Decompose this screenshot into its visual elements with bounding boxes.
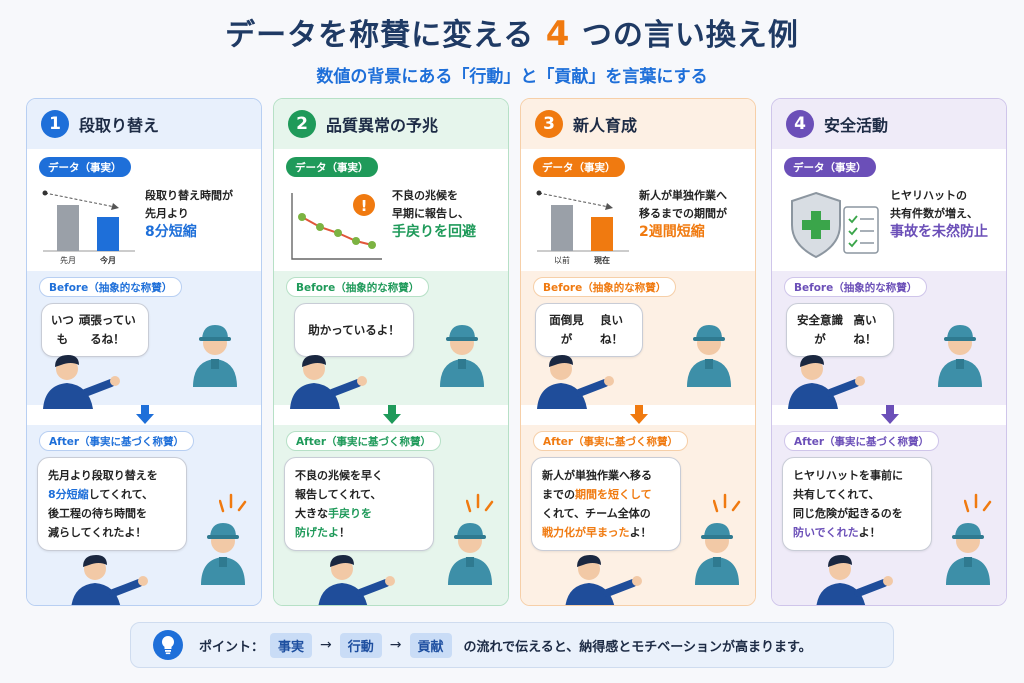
page-subtitle: 数値の背景にある「行動」と「貢献」を言葉にする [316,67,708,87]
case-header: 1 段取り替え [27,99,261,149]
emphasis-marks [219,493,247,513]
svg-text:!: ! [361,197,368,215]
after-tag: After（事実に基づく称賛） [39,431,195,451]
after-speech-bubble: 新人が単独作業へ移るまでの期間を短くしてくれて、チーム全体の戦力化が早まったよ！ [531,457,681,551]
supervisor-figure [816,555,893,605]
fact-panel: ! 不良の兆候を早期に報告し、 手戻りを回避 [274,179,508,271]
chart-label: 以前 [554,255,570,265]
arrow-down-icon [881,405,899,424]
chip-action: 行動 [339,632,382,658]
chart-label: 現在 [594,255,610,265]
fact-panel: ヒヤリハットの共有件数が増え、 事故を未然防止 [772,179,1006,271]
after-tag: After（事実に基づく称賛） [784,431,940,451]
worker-figure [201,523,245,585]
fact-text: 新人が単独作業へ移るまでの期間が 2週間短縮 [639,189,727,240]
comparison-bar-chart-icon: 先月 今月 [42,190,135,265]
arrow-down-icon [383,405,401,424]
supervisor-figure [318,555,395,605]
before-speech-bubble: 面倒見が良いね！ [535,303,643,357]
emphasis-marks [466,493,494,513]
point-tail: の流れで伝えると、納得感とモチベーションが高まります。 [463,639,812,655]
worker-figure [695,523,739,585]
before-speech-bubble: いつも頑張っているね！ [41,303,149,357]
worker-figure [687,325,731,387]
before-speech-bubble: 安全意識が高いね！ [786,303,894,357]
before-tag: Before（抽象的な称賛） [39,277,183,297]
chart-label: 今月 [99,255,116,265]
case-number-badge: 4 [786,110,814,138]
after-tag: After（事実に基づく称賛） [286,431,442,451]
emphasis-marks [713,493,741,513]
case-title: 安全活動 [824,116,889,135]
worker-figure [938,325,982,387]
before-tag: Before（抽象的な称賛） [784,277,928,297]
arrow-right-icon: → [389,637,402,653]
case-column-1: 1 段取り替え データ（事実） 先月 今月 段取り替え時間が先月より 8分短縮 … [26,98,262,606]
point-banner: ポイント： 事実 → 行動 → 貢献 の流れで伝えると、納得感とモチベーションが… [130,622,894,668]
case-column-2: 2 品質異常の予兆 データ（事実） ! 不良の兆候を早期に報告し、 手戻りを回避… [273,98,509,606]
page-title: データを称賛に変える 4 つの言い換え例 [225,14,799,54]
after-speech-bubble: ヒヤリハットを事前に共有してくれて、同じ危険が起きるのを防いでくれたよ！ [782,457,932,551]
case-title: 段取り替え [79,116,160,135]
chart-label: 先月 [60,255,76,265]
chip-fact: 事実 [270,632,313,658]
after-speech-bubble: 不良の兆候を早く報告してくれて、大きな手戻りを防げたよ！ [284,457,434,551]
worker-figure [448,523,492,585]
case-number-badge: 2 [288,110,316,138]
arrow-right-icon: → [320,637,332,653]
supervisor-figure [290,355,367,409]
arrow-down-icon [630,405,648,424]
fact-tag: データ（事実） [784,157,876,177]
worker-figure [946,523,990,585]
fact-tag: データ（事実） [286,157,378,177]
fact-text: 段取り替え時間が先月より 8分短縮 [145,189,233,240]
case-column-3: 3 新人育成 データ（事実） 以前 現在 新人が単独作業へ移るまでの期間が 2週… [520,98,756,606]
emphasis-marks [964,493,992,513]
lightbulb-icon [153,630,183,660]
arrow-down-icon [136,405,154,424]
after-tag: After（事実に基づく称賛） [533,431,689,451]
before-tag: Before（抽象的な称賛） [286,277,430,297]
supervisor-figure [565,555,642,605]
fact-text: ヒヤリハットの共有件数が増え、 事故を未然防止 [890,189,988,240]
supervisor-figure [788,355,865,409]
supervisor-figure [71,555,148,605]
worker-figure [440,325,484,387]
chip-contribution: 貢献 [409,632,452,658]
before-speech-bubble: 助かっているよ！ [294,303,414,357]
worker-figure [193,325,237,387]
case-title: 新人育成 [573,116,638,135]
point-lead: ポイント： [199,639,265,655]
case-number-badge: 3 [535,110,563,138]
comparison-bar-chart-icon: 以前 現在 [536,190,629,265]
before-tag: Before（抽象的な称賛） [533,277,677,297]
case-title: 品質異常の予兆 [326,116,439,135]
fact-tag: データ（事実） [39,157,131,177]
trend-line-warning-icon: ! [291,193,382,260]
supervisor-figure [43,355,120,409]
supervisor-figure [537,355,614,409]
fact-panel: 先月 今月 段取り替え時間が先月より 8分短縮 [27,179,261,271]
fact-text: 不良の兆候を早期に報告し、 手戻りを回避 [392,189,476,240]
clipboard-check-icon [843,206,879,254]
case-column-4: 4 安全活動 データ（事実） ヒヤリハットの共有件数が増え、 事故を未然防止 B… [771,98,1007,606]
warning-icon [353,194,375,216]
fact-tag: データ（事実） [533,157,625,177]
fact-panel: 以前 現在 新人が単独作業へ移るまでの期間が 2週間短縮 [521,179,755,271]
case-number-badge: 1 [41,110,69,138]
case-header: 2 品質異常の予兆 [274,99,508,149]
shield-plus-icon [791,191,879,259]
case-header: 3 新人育成 [521,99,755,149]
case-header: 4 安全活動 [772,99,1006,149]
